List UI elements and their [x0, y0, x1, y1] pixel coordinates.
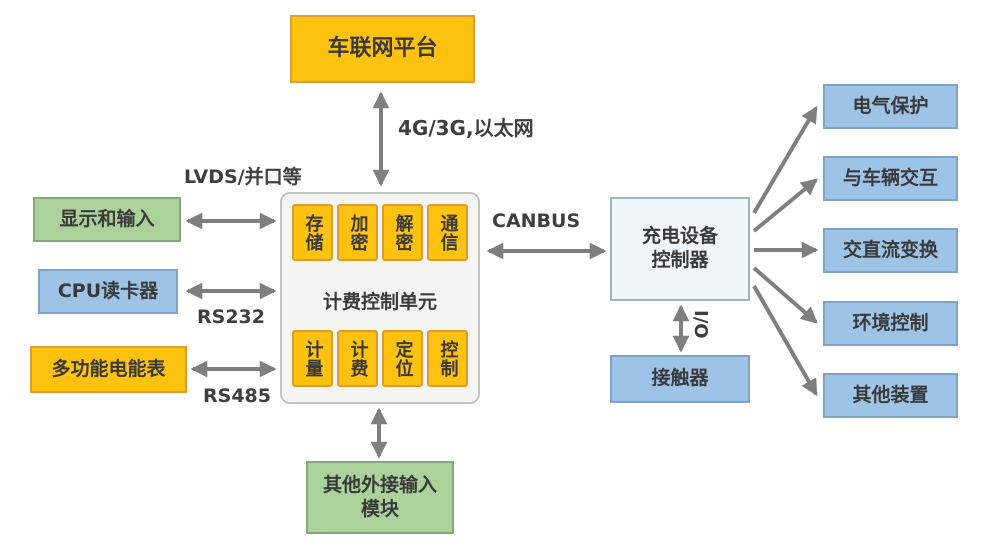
node-contactor-label: 接触器 — [651, 367, 709, 390]
node-iov-platform: 车联网平台 — [290, 15, 475, 83]
module-storage: 存储 — [292, 204, 333, 261]
node-cpu-card-reader: CPU读卡器 — [38, 269, 178, 314]
node-charge-controller-label-line2: 控制器 — [651, 249, 709, 271]
node-display-input: 显示和输入 — [33, 197, 181, 242]
edge-label-io: I/O — [690, 310, 711, 339]
node-environment-control-label: 环境控制 — [852, 311, 929, 334]
module-communication: 通信 — [427, 204, 468, 261]
node-charge-controller: 充电设备 控制器 — [610, 197, 750, 301]
node-vehicle-interaction-label: 与车辆交互 — [842, 166, 938, 189]
module-decrypt-label: 解密 — [392, 213, 414, 252]
edge-label-4g-ethernet: 4G/3G,以太网 — [398, 116, 534, 140]
node-display-input-label: 显示和输入 — [59, 207, 155, 230]
node-acdc-conversion-label: 交直流变换 — [842, 238, 938, 261]
node-acdc-conversion: 交直流变换 — [823, 228, 958, 273]
module-control: 控制 — [427, 330, 468, 387]
node-cpu-card-reader-label: CPU读卡器 — [57, 279, 159, 302]
node-charge-controller-label-line1: 充电设备 — [641, 225, 718, 248]
node-external-input-label-line1: 其他外接输入 — [322, 473, 437, 496]
node-billing-control-unit-label: 计费控制单元 — [322, 291, 437, 313]
edge-controller-vehicle — [752, 178, 818, 233]
module-metering-label: 计量 — [302, 339, 324, 378]
edge-label-rs232: RS232 — [197, 306, 265, 328]
module-storage-label: 存储 — [302, 213, 324, 252]
node-energy-meter-label: 多功能电能表 — [51, 357, 166, 380]
module-control-label: 控制 — [437, 339, 459, 378]
module-positioning: 定位 — [382, 330, 423, 387]
edge-label-rs485: RS485 — [203, 385, 271, 407]
node-external-input-module: 其他外接输入 模块 — [306, 461, 454, 534]
node-iov-platform-label: 车联网平台 — [327, 36, 438, 62]
node-energy-meter: 多功能电能表 — [30, 346, 187, 393]
edge-controller-protection — [752, 105, 818, 215]
module-billing-label: 计费 — [347, 339, 369, 378]
node-vehicle-interaction: 与车辆交互 — [823, 156, 958, 201]
edge-controller-other — [752, 285, 818, 397]
node-other-devices: 其他装置 — [823, 373, 958, 418]
module-encrypt: 加密 — [337, 204, 378, 261]
edge-controller-environment — [752, 266, 818, 324]
node-environment-control: 环境控制 — [823, 301, 958, 346]
module-decrypt: 解密 — [382, 204, 423, 261]
module-positioning-label: 定位 — [392, 339, 414, 378]
node-electrical-protection-label: 电气保护 — [852, 94, 929, 117]
edge-label-lvds: LVDS/并口等 — [184, 166, 302, 188]
node-other-devices-label: 其他装置 — [852, 383, 929, 406]
edge-label-canbus: CANBUS — [492, 210, 581, 232]
module-encrypt-label: 加密 — [347, 213, 369, 252]
node-contactor: 接触器 — [610, 355, 750, 403]
node-external-input-label-line2: 模块 — [360, 497, 399, 520]
module-billing: 计费 — [337, 330, 378, 387]
module-metering: 计量 — [292, 330, 333, 387]
node-electrical-protection: 电气保护 — [823, 84, 958, 129]
module-communication-label: 通信 — [437, 213, 459, 252]
